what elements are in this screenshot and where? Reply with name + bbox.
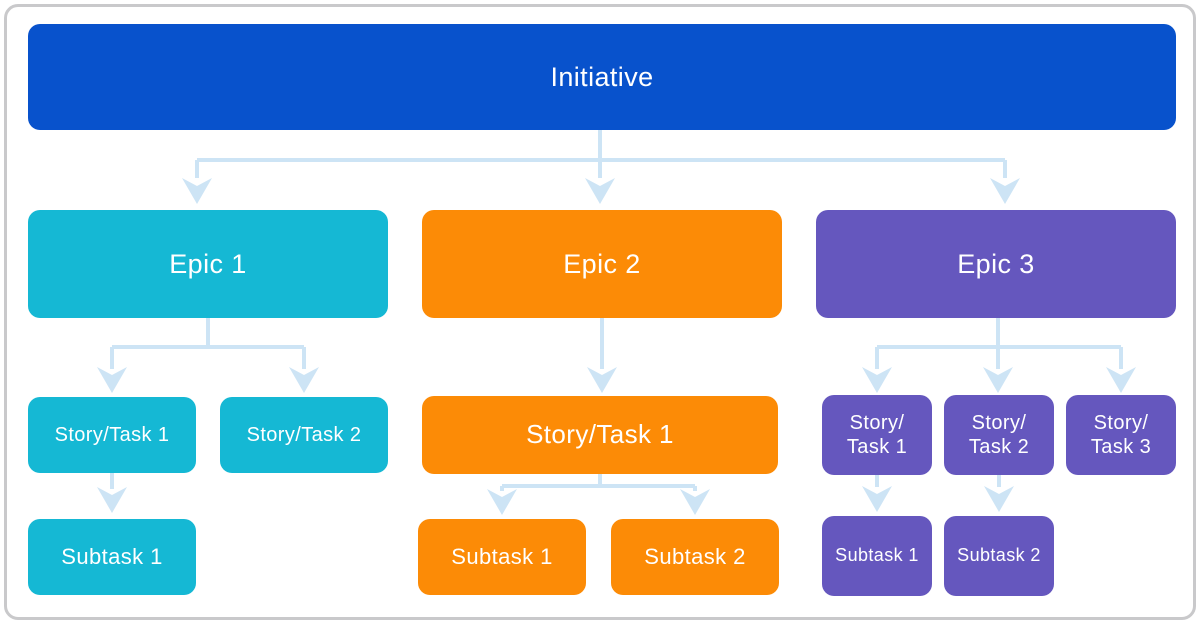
arrow-down-icon bbox=[990, 178, 1020, 204]
node-initiative: Initiative bbox=[28, 24, 1176, 130]
arrow-down-icon bbox=[585, 178, 615, 204]
connector-epic3-to-stories bbox=[862, 318, 1136, 393]
arrow-down-icon bbox=[487, 489, 517, 515]
node-epic-1: Epic 1 bbox=[28, 210, 388, 318]
connector-e3stories-to-subtasks bbox=[862, 475, 1014, 512]
node-epic3-subtask-2: Subtask 2 bbox=[944, 516, 1054, 596]
connector-initiative-to-epics bbox=[182, 130, 1020, 204]
connector-e2story1-to-subtasks bbox=[487, 474, 710, 515]
arrow-down-icon bbox=[587, 367, 617, 393]
arrow-down-icon bbox=[983, 367, 1013, 393]
node-epic1-story-task-2: Story/Task 2 bbox=[220, 397, 388, 473]
arrow-down-icon bbox=[984, 486, 1014, 512]
node-epic3-subtask-1: Subtask 1 bbox=[822, 516, 932, 596]
node-epic2-story-task-1: Story/Task 1 bbox=[422, 396, 778, 474]
node-epic1-subtask-1: Subtask 1 bbox=[28, 519, 196, 595]
connector-epic2-to-story bbox=[587, 318, 617, 393]
connector-epic1-to-stories bbox=[97, 318, 319, 393]
node-epic3-story-task-1: Story/ Task 1 bbox=[822, 395, 932, 475]
node-epic3-story-task-2: Story/ Task 2 bbox=[944, 395, 1054, 475]
arrow-down-icon bbox=[680, 489, 710, 515]
node-epic2-subtask-1: Subtask 1 bbox=[418, 519, 586, 595]
connector-e1story1-to-subtask bbox=[97, 473, 127, 513]
node-epic2-subtask-2: Subtask 2 bbox=[611, 519, 779, 595]
node-epic-2: Epic 2 bbox=[422, 210, 782, 318]
arrow-down-icon bbox=[97, 367, 127, 393]
node-epic3-story-task-3: Story/ Task 3 bbox=[1066, 395, 1176, 475]
arrow-down-icon bbox=[289, 367, 319, 393]
arrow-down-icon bbox=[1106, 367, 1136, 393]
arrow-down-icon bbox=[862, 486, 892, 512]
node-epic-3: Epic 3 bbox=[816, 210, 1176, 318]
arrow-down-icon bbox=[182, 178, 212, 204]
arrow-down-icon bbox=[862, 367, 892, 393]
arrow-down-icon bbox=[97, 487, 127, 513]
node-epic1-story-task-1: Story/Task 1 bbox=[28, 397, 196, 473]
